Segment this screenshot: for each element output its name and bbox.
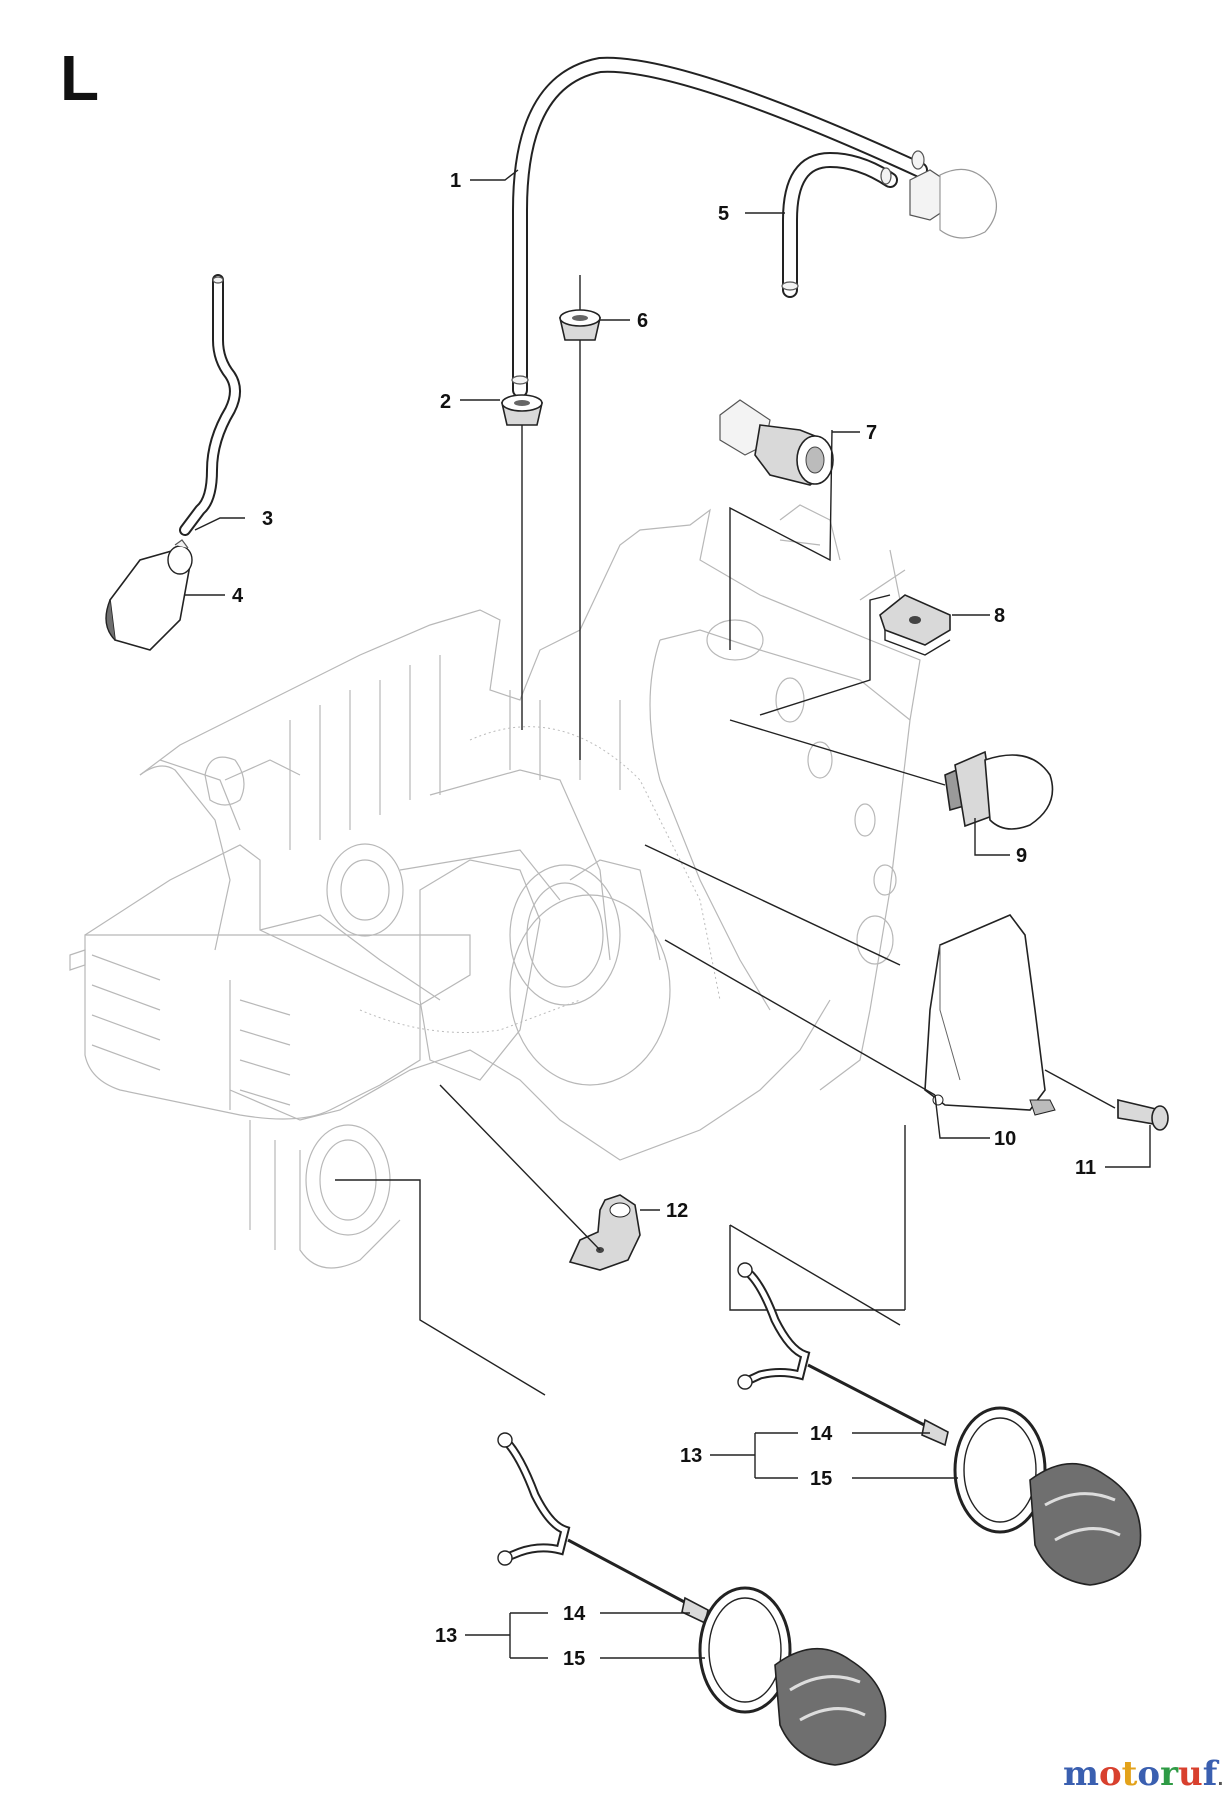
- callout-3: 3: [262, 508, 273, 530]
- watermark-letter: u: [1178, 1754, 1203, 1794]
- callout-12: 12: [666, 1200, 688, 1222]
- callout-1: 1: [450, 170, 461, 192]
- section-letter: L: [60, 42, 99, 114]
- cap-assembly-upper: [710, 1125, 1142, 1586]
- fuel-connector: [719, 399, 834, 650]
- fuel-pickup-hose: [179, 274, 241, 536]
- screw: [1044, 1069, 1169, 1168]
- watermark-letter: o: [1099, 1754, 1122, 1794]
- primer-bulb-top: [909, 168, 997, 239]
- watermark-letter: m: [1063, 1754, 1099, 1794]
- grommet-2: [500, 394, 544, 730]
- watermark-letter: f: [1203, 1754, 1220, 1794]
- primer-bulb: [729, 719, 1054, 830]
- callout-15-lower: 15: [563, 1648, 585, 1670]
- callout-10: 10: [994, 1128, 1016, 1150]
- callout-11: 11: [1075, 1157, 1096, 1179]
- callout-5: 5: [718, 203, 729, 225]
- watermark-letter: r: [1160, 1754, 1179, 1794]
- callout-leaders: [185, 169, 1010, 856]
- svg-text:motoruf.de: motoruf.de: [1063, 1754, 1222, 1794]
- grommet-6: [558, 275, 602, 760]
- bracket: [439, 1084, 660, 1271]
- callout-6: 6: [637, 310, 648, 332]
- clip-nut: [759, 594, 951, 716]
- cap-assembly-lower: [335, 1179, 887, 1766]
- fuel-hose-long: [511, 56, 928, 398]
- fuel-hose-short: [781, 151, 898, 298]
- watermark-suffix: .de: [1217, 1770, 1222, 1789]
- callout-15-upper: 15: [810, 1468, 832, 1490]
- callout-9: 9: [1016, 845, 1027, 867]
- callout-13-upper: 13: [680, 1445, 702, 1467]
- watermark-logo: motoruf.de: [1063, 1754, 1222, 1794]
- fuel-filter: [105, 539, 193, 651]
- callout-14-upper: 14: [810, 1423, 833, 1445]
- callout-14-lower: 14: [563, 1603, 586, 1625]
- callout-8: 8: [994, 605, 1005, 627]
- watermark-letter: t: [1122, 1754, 1138, 1794]
- callout-7: 7: [866, 422, 877, 444]
- callout-4: 4: [232, 585, 244, 607]
- callout-2: 2: [440, 391, 451, 413]
- callout-numbers: 1 2 3 4 5 6 7 8 9 10 11 12 13 14 15 13 1…: [232, 170, 1096, 1670]
- crankcase-housing-outline: [69, 504, 921, 1269]
- cover-plate: [644, 844, 1056, 1139]
- watermark-letter: o: [1137, 1754, 1160, 1794]
- callout-13-lower: 13: [435, 1625, 457, 1647]
